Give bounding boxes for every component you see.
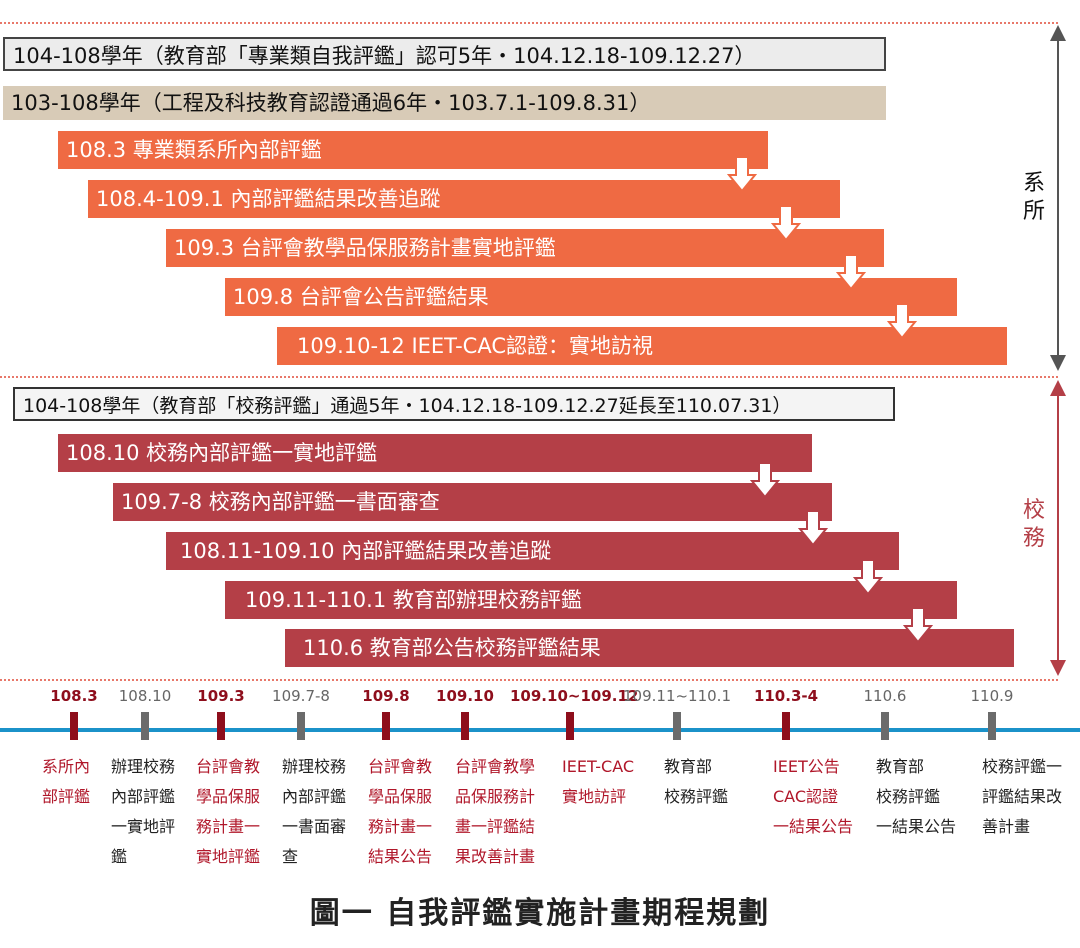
timeline-date: 109.11~110.1: [623, 687, 731, 705]
separator-bottom: [0, 679, 1058, 681]
timeline-desc: 系所內部評鑑: [42, 757, 91, 806]
school-header: 104-108學年（教育部「校務評鑑」通過5年・104.12.18-109.12…: [13, 387, 895, 421]
figure-caption: 圖一 自我評鑑實施計畫期程規劃: [309, 896, 771, 931]
timeline-tick: [461, 712, 469, 740]
down-arrow-icon: [727, 156, 757, 193]
timeline-tick: [70, 712, 78, 740]
timeline-desc: 教育部校務評鑑 一結果公告: [876, 757, 957, 836]
dept-header-ministry: 104-108學年（教育部「專業類自我評鑑」認可5年・104.12.18-109…: [3, 37, 886, 71]
down-arrow-icon: [887, 303, 917, 340]
timeline-desc: 台評會教學品保服務計 畫一評鑑結果改善計畫: [455, 757, 536, 866]
timeline-date: 109.7-8: [272, 687, 330, 705]
down-arrow-icon: [798, 510, 828, 547]
timeline-desc: 台評會教學品保服 務計畫一實地評鑑: [196, 757, 261, 866]
dept-header-ieet: 103-108學年（工程及科技教育認證通過6年・103.7.1-109.8.31…: [3, 86, 886, 120]
timeline-date: 110.3-4: [753, 687, 819, 705]
dept-bar-1: 108.3 專業類系所內部評鑑: [58, 131, 768, 169]
dept-bar-3: 109.3 台評會教學品保服務計畫實地評鑑: [166, 229, 884, 267]
timeline-tick: [297, 712, 305, 740]
timeline-tick: [141, 712, 149, 740]
school-span-arrow-icon: [1050, 380, 1066, 676]
timeline-tick: [988, 712, 996, 740]
timeline-desc: 辦理校務內部評鑑 一實地評鑑: [111, 757, 176, 866]
dept-bar-4: 109.8 台評會公告評鑑結果: [225, 278, 957, 316]
dept-bar-5: 109.10-12 IEET-CAC認證：實地訪視: [277, 327, 1007, 365]
down-arrow-icon: [853, 559, 883, 596]
dept-bar-2: 108.4-109.1 內部評鑑結果改善追蹤: [88, 180, 840, 218]
school-bar-5: 110.6 教育部公告校務評鑑結果: [285, 629, 1014, 667]
timeline-date: 109.10: [436, 687, 494, 705]
down-arrow-icon: [836, 254, 866, 291]
dept-side-label: 系所: [1022, 171, 1045, 224]
school-bar-3: 108.11-109.10 內部評鑑結果改善追蹤: [166, 532, 899, 570]
school-bar-4: 109.11-110.1 教育部辦理校務評鑑: [225, 581, 957, 619]
timeline-date: 110.9: [970, 687, 1014, 705]
timeline-desc: 教育部校務評鑑: [664, 757, 729, 806]
school-bar-1: 108.10 校務內部評鑑一實地評鑑: [58, 434, 812, 472]
timeline-axis: [0, 728, 1080, 732]
timeline-desc: 校務評鑑一評鑑結果改 善計畫: [982, 757, 1063, 836]
timeline-tick: [673, 712, 681, 740]
timeline-date: 109.8: [362, 687, 410, 705]
timeline-desc: 辦理校務內部評鑑 一書面審查: [282, 757, 347, 866]
separator-top: [0, 22, 1058, 24]
down-arrow-icon: [750, 462, 780, 499]
dept-span-arrow-icon: [1050, 25, 1066, 371]
separator-middle: [0, 376, 1058, 378]
school-side-label: 校務: [1022, 498, 1045, 551]
timeline-date: 110.6: [863, 687, 907, 705]
timeline-tick: [782, 712, 790, 740]
timeline-tick: [217, 712, 225, 740]
timeline-date: 109.10~109.12: [510, 687, 639, 705]
timeline-date: 109.3: [197, 687, 245, 705]
school-bar-2: 109.7-8 校務內部評鑑一書面審查: [113, 483, 832, 521]
timeline-desc: 台評會教學品保服 務計畫一結果公告: [368, 757, 433, 866]
timeline-tick: [566, 712, 574, 740]
timeline-date: 108.10: [118, 687, 172, 705]
down-arrow-icon: [903, 607, 933, 644]
timeline-tick: [881, 712, 889, 740]
timeline-date: 108.3: [50, 687, 98, 705]
down-arrow-icon: [771, 205, 801, 242]
timeline-tick: [382, 712, 390, 740]
